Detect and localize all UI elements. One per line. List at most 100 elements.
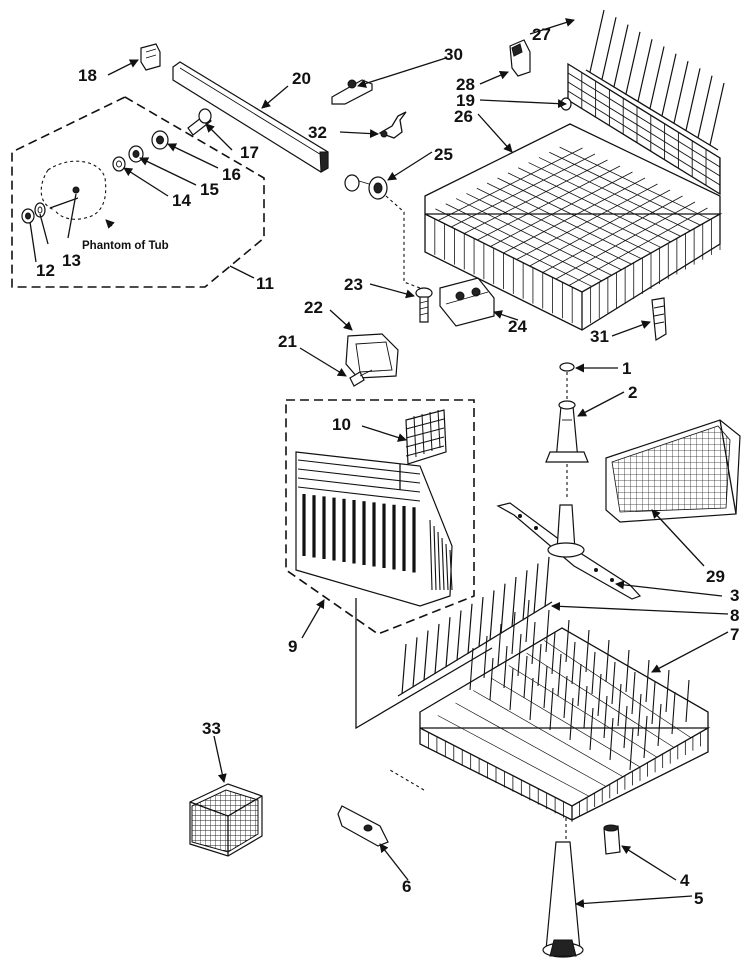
rack-tine <box>531 621 536 665</box>
tine <box>589 9 605 73</box>
part-8-tine-strip <box>397 556 553 697</box>
part-1-ring <box>559 362 575 372</box>
tine <box>445 617 451 668</box>
callout-4: 4 <box>680 871 690 890</box>
part-29-basket <box>605 419 741 523</box>
tine <box>697 75 713 138</box>
part-20-track-rail <box>172 61 329 173</box>
tine <box>511 576 517 628</box>
part-12-nut <box>21 208 35 224</box>
callout-27: 27 <box>532 25 551 44</box>
rack-tine <box>563 675 568 719</box>
tine <box>412 637 418 688</box>
rack-tine <box>517 633 522 677</box>
rack-tine <box>651 681 656 725</box>
tine <box>533 563 539 614</box>
rack-tine <box>665 669 670 713</box>
part-19-cup-shelf <box>560 62 721 196</box>
rack-tine <box>623 705 628 749</box>
rack-tine <box>497 623 502 667</box>
part-25-roller <box>344 174 388 200</box>
part-21-screw <box>349 369 373 387</box>
tine <box>401 643 407 695</box>
tine <box>478 597 484 648</box>
rack-tine <box>523 655 528 699</box>
callout-20: 20 <box>292 69 311 88</box>
part-13-washer <box>34 202 46 218</box>
rack-tine <box>625 649 630 693</box>
callout-3: 3 <box>730 586 739 605</box>
callout-1: 1 <box>622 359 631 378</box>
insert-wire <box>441 537 445 591</box>
callout-23: 23 <box>344 275 363 294</box>
rack-tine <box>629 727 634 771</box>
rack-tine <box>657 703 662 747</box>
tine <box>456 610 462 661</box>
callout-17: 17 <box>240 143 259 162</box>
rack-tine <box>617 683 622 727</box>
part-6-hub <box>337 805 389 847</box>
part-16-nut <box>151 130 169 150</box>
connector-line-9 <box>355 464 493 730</box>
rack-tine <box>489 657 494 701</box>
callout-22: 22 <box>304 298 323 317</box>
callout-25: 25 <box>434 145 453 164</box>
rack-wire <box>503 177 646 254</box>
part-27-tine-row <box>585 9 725 151</box>
tub-phantom-caption: Phantom of Tub <box>82 240 169 252</box>
tab-wire <box>405 427 445 439</box>
part-14-washer <box>112 156 126 172</box>
part-24-bracket <box>439 277 495 327</box>
tine <box>649 46 665 109</box>
insert-wire <box>449 549 453 591</box>
tab-wire <box>413 415 417 458</box>
tab-wire <box>405 445 445 457</box>
rack-wire <box>450 153 596 228</box>
tine <box>673 60 689 124</box>
rack-tine <box>545 609 550 653</box>
callout-18: 18 <box>78 66 97 85</box>
part-18-end-cap <box>140 43 161 71</box>
callout-11: 11 <box>256 274 274 293</box>
callout-5: 5 <box>694 889 703 908</box>
part-3-spray-arm <box>496 502 642 600</box>
insert-wire <box>445 543 449 591</box>
spray-hole <box>534 526 538 530</box>
callout-15: 15 <box>200 180 219 199</box>
rack-tine <box>671 691 676 735</box>
rack-tine <box>503 645 508 689</box>
callout-32: 32 <box>308 123 327 142</box>
rack-tine <box>469 647 474 691</box>
tine <box>467 603 473 654</box>
rack-tine <box>549 687 554 731</box>
rack-tine <box>645 659 650 703</box>
callout-31: 31 <box>590 327 609 346</box>
rack-wire <box>477 165 621 241</box>
rack-tine <box>537 643 542 687</box>
callout-8: 8 <box>730 606 739 625</box>
rack-tine <box>603 695 608 739</box>
tine <box>625 31 641 95</box>
callout-16: 16 <box>222 165 241 184</box>
tine <box>489 590 495 641</box>
callout-9: 9 <box>288 637 297 656</box>
rack-tine <box>557 653 562 697</box>
callout-29: 29 <box>706 567 725 586</box>
part-22-housing <box>345 333 399 379</box>
tine <box>685 68 701 131</box>
rack-wire <box>568 207 708 286</box>
tab-wire <box>405 436 445 448</box>
callout-21: 21 <box>278 332 297 351</box>
spray-hole <box>518 514 522 518</box>
insert-wire <box>429 519 433 591</box>
spray-hole <box>594 568 598 572</box>
part-4-nozzle <box>603 824 621 855</box>
part-23-screw <box>415 287 433 323</box>
rack-wire <box>473 690 624 778</box>
tine <box>423 630 429 681</box>
rack-wire <box>529 189 671 267</box>
tine <box>637 39 653 102</box>
spray-hole <box>610 578 614 582</box>
insert-wire <box>437 531 441 591</box>
rack-tine <box>577 663 582 707</box>
